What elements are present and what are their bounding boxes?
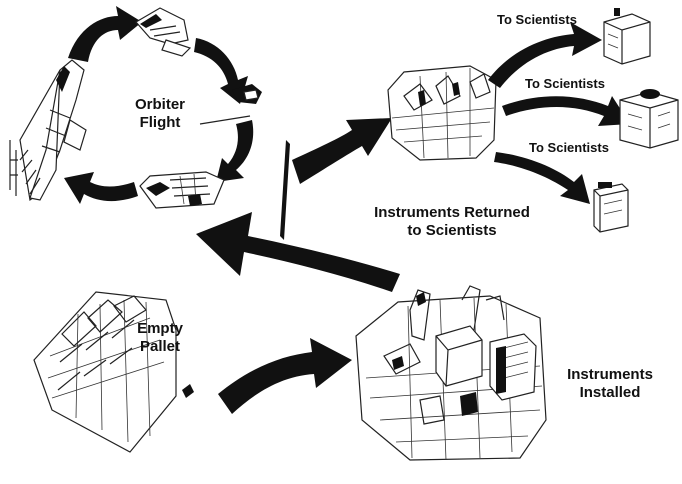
arrow-empty-to-installed [218, 338, 352, 414]
installed-pallet-illustration [355, 285, 547, 461]
empty-pallet-label-line2: Pallet [139, 338, 181, 355]
to-scientists-label-3: To Scientists [529, 140, 609, 155]
instruments-installed-label-line2: Installed [579, 384, 641, 401]
empty-pallet-illustration [33, 291, 194, 453]
empty-pallet-label-line1: Empty [137, 320, 183, 337]
separator-wedge [280, 140, 290, 240]
orbiter-flight-label-line2: Flight [139, 114, 181, 131]
arrow-to-scientists-3 [494, 152, 590, 204]
instruments-installed-label-line1: Instruments [567, 366, 653, 383]
instruments-returned-label-line2: to Scientists [407, 222, 497, 239]
arrow-installed-to-orbiter [196, 212, 400, 292]
arrow-to-scientists-1 [488, 22, 602, 88]
cycle-arrow-reentry-to-landing [216, 120, 254, 182]
to-scientists-label-2: To Scientists [525, 76, 605, 91]
shuttle-reentry-illustration [232, 84, 262, 104]
shuttle-landed-illustration [139, 171, 225, 209]
instruments-installed-label: Instruments Installed [552, 366, 668, 402]
empty-pallet-label: Empty Pallet [120, 320, 200, 356]
instrument-box-2 [619, 89, 679, 149]
shuttle-launch-illustration [9, 59, 87, 202]
instruments-returned-label: Instruments Returned to Scientists [352, 204, 552, 240]
to-scientists-label-1: To Scientists [497, 12, 577, 27]
cycle-arrow-landing-to-launch [64, 172, 138, 204]
orbiter-flight-label: Orbiter Flight [120, 96, 200, 132]
cycle-arrow-orbit-to-reentry [194, 38, 248, 104]
cycle-arrow-launch-to-orbit [68, 6, 142, 62]
arrow-to-scientists-2 [502, 96, 630, 126]
orbiter-flight-label-line1: Orbiter [134, 96, 185, 113]
returned-pallet-illustration [387, 65, 497, 161]
arrow-orbiter-to-returned-pallet [292, 118, 392, 184]
orbiter-leader-line [199, 115, 251, 125]
shuttle-orbit-illustration [135, 7, 192, 57]
instruments-returned-label-line1: Instruments Returned [374, 204, 530, 221]
instrument-box-3 [593, 182, 629, 233]
instrument-box-1 [603, 8, 651, 65]
